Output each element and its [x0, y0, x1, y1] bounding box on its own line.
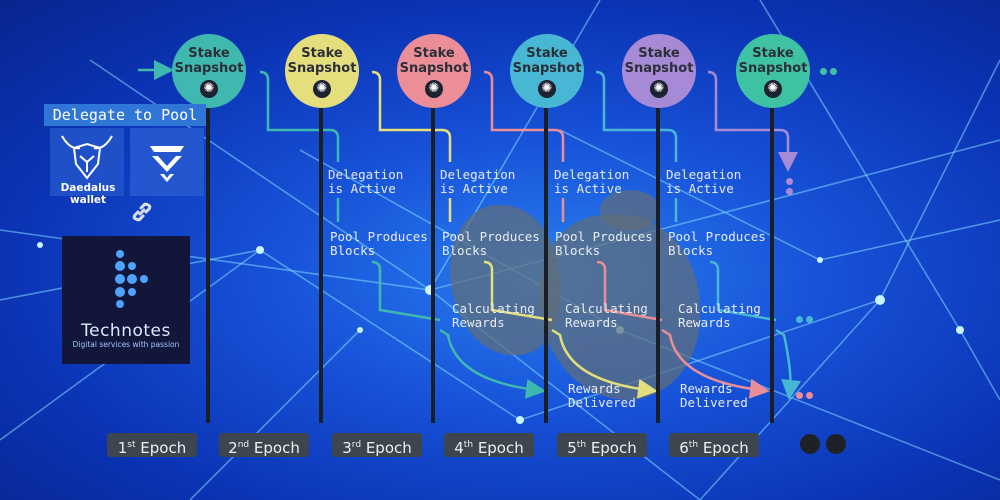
technotes-logo-icon: [115, 250, 148, 308]
continuation-dot: [806, 392, 813, 399]
timeline-line-4: [544, 108, 548, 423]
stake-snapshot-4: Stake Snapshot ✺: [510, 34, 584, 108]
daedalus-wallet-caption: Daedalus wallet: [60, 182, 116, 206]
snapshot-label: Snapshot: [512, 61, 582, 76]
epoch-6-label: 6th Epoch: [669, 433, 759, 457]
timeline-line-2: [319, 108, 323, 423]
technotes-tagline: Digital services with passion: [72, 340, 180, 349]
pool-produces-label: Pool Produces Blocks: [330, 229, 428, 258]
stake-snapshot-1: Stake Snapshot ✺: [172, 34, 246, 108]
aperture-icon: ✺: [425, 80, 443, 98]
delegation-active-label: Delegation is Active: [440, 167, 516, 196]
world-map-shape: [600, 190, 660, 230]
calculating-rewards-label: Calculating Rewards: [452, 301, 535, 330]
snapshot-label: Snapshot: [738, 61, 808, 76]
rewards-delivered-label: Rewards Delivered: [680, 381, 748, 410]
world-map-shape: [540, 215, 700, 400]
stake-snapshot-3: Stake Snapshot ✺: [397, 34, 471, 108]
aperture-icon: ✺: [764, 80, 782, 98]
snapshot-label: Stake: [301, 46, 343, 61]
aperture-icon: ✺: [538, 80, 556, 98]
continuation-dot: [820, 68, 827, 75]
timeline-line-1: [206, 108, 210, 423]
continuation-dot: [786, 188, 793, 195]
continuation-dot: [830, 68, 837, 75]
continuation-dot: [806, 316, 813, 323]
timeline-line-5: [656, 108, 660, 423]
snapshot-label: Snapshot: [174, 61, 244, 76]
snapshot-label: Stake: [526, 46, 568, 61]
delegate-to-pool-title: Delegate to Pool: [44, 104, 206, 126]
epoch-1-label: 1st Epoch: [107, 433, 197, 457]
daedalus-wallet-logo[interactable]: [50, 128, 124, 196]
snapshot-label: Stake: [638, 46, 680, 61]
daedalus-logo-icon: [61, 135, 113, 180]
stake-snapshot-6: Stake Snapshot ✺: [736, 34, 810, 108]
epoch-continuation-dot: [826, 434, 846, 454]
snapshot-label: Snapshot: [399, 61, 469, 76]
stake-snapshot-2: Stake Snapshot ✺: [285, 34, 359, 108]
yoroi-wallet-logo[interactable]: [130, 128, 204, 196]
continuation-dot: [796, 316, 803, 323]
snapshot-label: Stake: [752, 46, 794, 61]
continuation-dot: [796, 392, 803, 399]
technotes-logo-panel: Technotes Digital services with passion: [62, 236, 190, 364]
pool-produces-label: Pool Produces Blocks: [442, 229, 540, 258]
snapshot-label: Snapshot: [624, 61, 694, 76]
calculating-rewards-label: Calculating Rewards: [678, 301, 761, 330]
rewards-delivered-label: Rewards Delivered: [568, 381, 636, 410]
epoch-3-label: 3rd Epoch: [332, 433, 422, 457]
delegation-active-label: Delegation is Active: [666, 167, 742, 196]
calculating-rewards-label: Calculating Rewards: [565, 301, 648, 330]
yoroi-logo-icon: [150, 146, 184, 182]
aperture-icon: ✺: [313, 80, 331, 98]
pool-produces-label: Pool Produces Blocks: [555, 229, 653, 258]
timeline-line-6: [770, 108, 774, 423]
delegation-active-label: Delegation is Active: [328, 167, 404, 196]
aperture-icon: ✺: [650, 80, 668, 98]
pool-produces-label: Pool Produces Blocks: [668, 229, 766, 258]
snapshot-label: Snapshot: [287, 61, 357, 76]
epoch-4-label: 4th Epoch: [444, 433, 534, 457]
epoch-2-label: 2nd Epoch: [219, 433, 309, 457]
stake-snapshot-5: Stake Snapshot ✺: [622, 34, 696, 108]
snapshot-label: Stake: [188, 46, 230, 61]
chain-link-icon: [132, 202, 152, 222]
epoch-continuation-dot: [800, 434, 820, 454]
epoch-5-label: 5th Epoch: [557, 433, 647, 457]
delegation-active-label: Delegation is Active: [554, 167, 630, 196]
timeline-line-3: [431, 108, 435, 423]
technotes-brand-name: Technotes: [81, 321, 171, 341]
snapshot-label: Stake: [413, 46, 455, 61]
aperture-icon: ✺: [200, 80, 218, 98]
continuation-dot: [786, 178, 793, 185]
